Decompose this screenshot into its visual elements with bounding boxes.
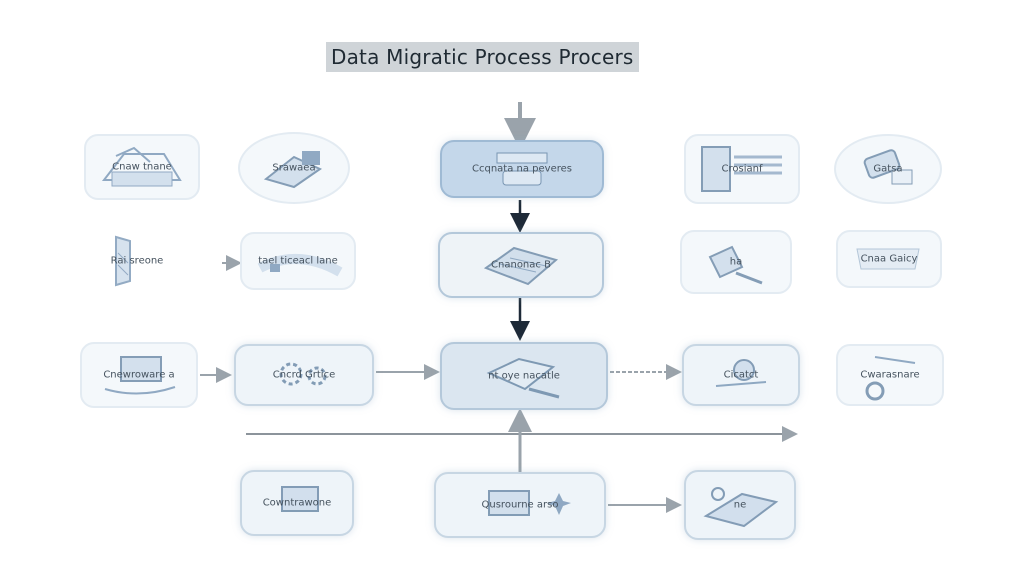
- card-icon: [856, 248, 920, 270]
- node-n15-label: Cwarasnare: [860, 369, 920, 381]
- node-n15[interactable]: Cwarasnare: [836, 344, 944, 406]
- node-n13[interactable]: nt oye nacatle: [440, 342, 608, 410]
- node-n1[interactable]: Cnaw tnane: [84, 134, 200, 200]
- node-n11[interactable]: Cnewroware a: [80, 342, 198, 408]
- shield-icon: [115, 235, 131, 287]
- database-icon: [496, 152, 548, 186]
- folder-open-icon: [483, 246, 559, 286]
- node-n7[interactable]: tael ticeacl lane: [240, 232, 356, 290]
- node-n10-label: Cnaa Gaicy: [860, 253, 918, 265]
- node-n9[interactable]: ha: [680, 230, 792, 294]
- gears-icon: [279, 362, 327, 386]
- diagram-title: Data Migratic Process Procers: [326, 42, 639, 72]
- monitor-icon: [104, 356, 176, 395]
- workstation-icon: [703, 487, 779, 528]
- device-icon: [863, 149, 913, 185]
- transfer-icon: [486, 357, 560, 399]
- node-n12[interactable]: Cncrd Grtice: [234, 344, 374, 406]
- node-n4-label: Crosianf: [721, 163, 763, 175]
- node-n14-label: Cicatct: [723, 369, 759, 381]
- node-n8-label: Cnanonac B: [491, 259, 551, 271]
- node-n2-label: Srawaea: [272, 162, 316, 174]
- node-n18[interactable]: ne: [684, 470, 796, 540]
- node-n5[interactable]: Gatsa: [834, 134, 942, 204]
- node-n13-label: nt oye nacatle: [488, 370, 560, 382]
- package-icon: [708, 245, 763, 285]
- node-n16-label: Cowntrawone: [262, 497, 332, 509]
- node-n14[interactable]: Cicatct: [682, 344, 800, 406]
- node-n12-label: Cncrd Grtice: [272, 369, 336, 381]
- node-n6[interactable]: Rai sreone: [92, 230, 182, 292]
- node-n2[interactable]: Srawaea: [238, 132, 350, 204]
- node-n3-label: Ccqnata na peveres: [472, 163, 572, 175]
- node-n17[interactable]: Qusrourne arso: [434, 472, 606, 538]
- node-n9-label: ha: [729, 256, 743, 268]
- node-n16[interactable]: Cowntrawone: [240, 470, 354, 536]
- node-n10[interactable]: Cnaa Gaicy: [836, 230, 942, 288]
- node-n3[interactable]: Ccqnata na peveres: [440, 140, 604, 198]
- node-n4[interactable]: Crosianf: [684, 134, 800, 204]
- storage-icon: [263, 151, 323, 189]
- node-n1-label: Cnaw tnane: [112, 161, 172, 173]
- node-n11-label: Cnewroware a: [103, 369, 175, 381]
- cloud-upload-icon: [257, 254, 343, 277]
- laptop-icon: [101, 146, 182, 187]
- tools-icon: [715, 359, 767, 387]
- server-rack-icon: [701, 146, 782, 192]
- node-n7-label: tael ticeacl lane: [258, 255, 338, 267]
- disk-icon: [865, 356, 916, 401]
- node-n5-label: Gatsa: [873, 163, 903, 175]
- node-n18-label: ne: [733, 499, 747, 511]
- node-n8[interactable]: Cnanonac B: [438, 232, 604, 298]
- node-n6-label: Rai sreone: [110, 255, 164, 267]
- sparkle-icon: [488, 490, 571, 516]
- node-n17-label: Qusrourne arso: [481, 499, 559, 511]
- screen-icon: [281, 486, 319, 512]
